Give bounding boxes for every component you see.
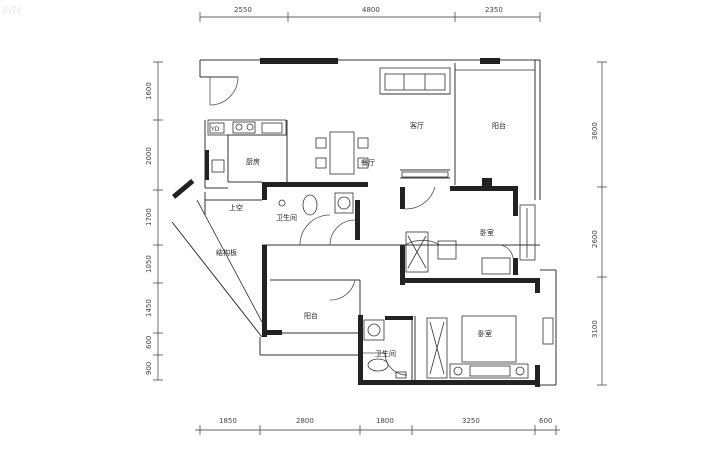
room-label-bedroom-1: 卧室 xyxy=(480,228,494,237)
room-label-kitchen: 厨房 xyxy=(246,157,260,166)
dim-left-4: 1050 xyxy=(145,255,153,273)
dim-right-2: 2600 xyxy=(591,230,599,248)
bath-2-fixtures xyxy=(363,319,407,379)
right-dimension-line xyxy=(597,61,607,386)
structural-walls xyxy=(172,58,540,387)
door-swings xyxy=(209,76,514,376)
dim-left-2: 2000 xyxy=(145,147,153,165)
structure-slab-outline xyxy=(196,199,263,323)
dim-left-3: 1700 xyxy=(145,208,153,226)
room-label-bath-2: 卫生间 xyxy=(375,349,396,358)
bedroom-1-furniture xyxy=(405,231,511,275)
dim-left-7: 900 xyxy=(145,362,153,375)
dim-bottom-2: 2800 xyxy=(296,417,314,425)
wardrobe-icon xyxy=(426,317,448,379)
dim-bottom-1: 1850 xyxy=(219,417,237,425)
room-label-structure-slab: 结构板 xyxy=(216,248,237,257)
room-label-balcony-top: 阳台 xyxy=(492,121,506,130)
bath-1-fixtures xyxy=(278,192,354,216)
dim-bottom-4: 3250 xyxy=(462,417,480,425)
bottom-dimension-line xyxy=(195,425,560,435)
dim-left-5: 1450 xyxy=(145,299,153,317)
dim-right-1: 3600 xyxy=(591,122,599,140)
room-label-dining: 餐厅 xyxy=(361,158,375,167)
sofa-icon xyxy=(379,67,451,95)
room-label-bedroom-2: 卧室 xyxy=(478,329,492,338)
room-label-living: 客厅 xyxy=(410,121,424,130)
tv-cabinet-icon xyxy=(401,171,449,178)
dim-bottom-3: 1800 xyxy=(376,417,394,425)
top-dimension-line xyxy=(199,12,541,22)
bed-icon xyxy=(449,315,529,379)
outline-walls xyxy=(171,59,557,386)
kitchen-appliance-mark: YD xyxy=(210,126,220,133)
bedroom-2-window xyxy=(542,317,554,345)
kitchen-counter xyxy=(207,119,287,173)
dining-table-icon xyxy=(315,131,369,175)
room-label-bath-1: 卫生间 xyxy=(276,213,297,222)
balcony-window xyxy=(455,69,536,261)
dim-left-6: 600 xyxy=(145,336,153,349)
room-label-balcony-mid: 阳台 xyxy=(304,311,318,320)
dim-top-2: 4800 xyxy=(362,6,380,14)
dim-top-1: 2550 xyxy=(234,6,252,14)
dim-left-1: 1600 xyxy=(145,82,153,100)
dim-bottom-5: 600 xyxy=(539,417,552,425)
left-dimension-line xyxy=(153,61,163,381)
dim-top-3: 2350 xyxy=(485,6,503,14)
watermark: WN xyxy=(2,4,21,17)
room-label-upper-void: 上空 xyxy=(229,203,243,212)
dim-right-3: 3100 xyxy=(591,320,599,338)
